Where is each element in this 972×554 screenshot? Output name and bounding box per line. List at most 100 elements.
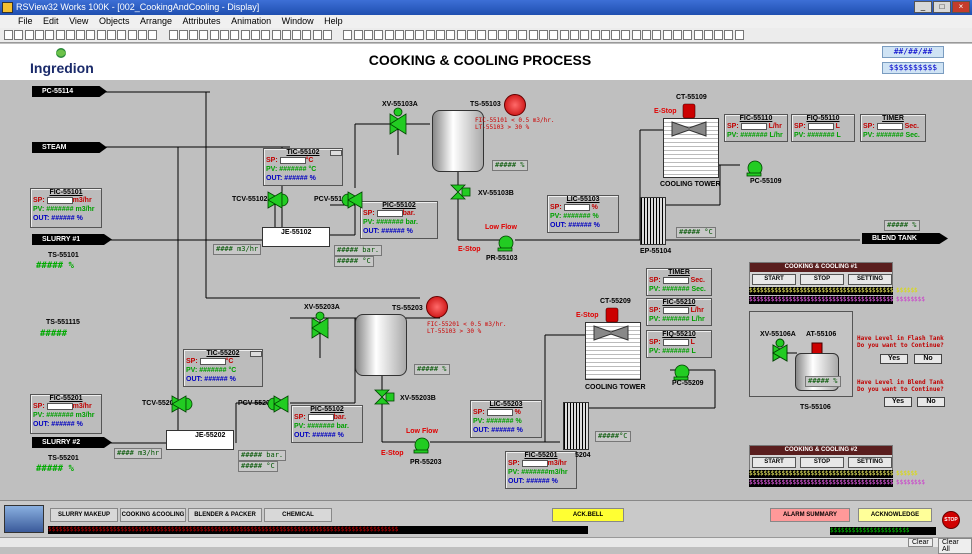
- menu-animation[interactable]: Animation: [231, 16, 272, 26]
- cc2-stop-button[interactable]: STOP: [800, 457, 844, 468]
- pic-55202-sp-input[interactable]: [307, 413, 334, 421]
- menu-objects[interactable]: Objects: [98, 16, 130, 26]
- toolbar-tool-icon[interactable]: [600, 30, 610, 40]
- blend-yes-button[interactable]: Yes: [884, 397, 912, 407]
- tic-55102-faceplate-button[interactable]: [330, 150, 342, 156]
- toolbar-tool-icon[interactable]: [353, 30, 363, 40]
- nav-slurry-makeup[interactable]: SLURRY MAKEUP: [50, 508, 118, 522]
- menu-window[interactable]: Window: [281, 16, 314, 26]
- toolbar-tool-icon[interactable]: [734, 30, 744, 40]
- menu-attributes[interactable]: Attributes: [182, 16, 221, 26]
- cc1-start-button[interactable]: START: [752, 274, 796, 285]
- toolbar-tool-icon[interactable]: [148, 30, 158, 40]
- toolbar-tool-icon[interactable]: [374, 30, 384, 40]
- toolbar-tool-icon[interactable]: [446, 30, 456, 40]
- menu-help[interactable]: Help: [324, 16, 343, 26]
- toolbar-tool-icon[interactable]: [45, 30, 55, 40]
- fic-55210-sp-input[interactable]: [662, 306, 689, 314]
- fic-55201-sp-input[interactable]: [46, 402, 73, 410]
- tic-55202-sp-input[interactable]: [199, 357, 226, 365]
- toolbar-tool-icon[interactable]: [631, 30, 641, 40]
- fiq-55110-panel[interactable]: FIQ-55110 SP: L PV: ####### L: [791, 114, 855, 142]
- toolbar-tool-icon[interactable]: [107, 30, 116, 40]
- nav-cooking-cooling[interactable]: COOKING &COOLING: [120, 508, 186, 522]
- menu-edit[interactable]: Edit: [43, 16, 59, 26]
- cooling-tower-55209[interactable]: [585, 322, 641, 380]
- toolbar-tool-icon[interactable]: [662, 30, 672, 40]
- nav-chemical[interactable]: CHEMICAL: [264, 508, 332, 522]
- toolbar-tool-icon[interactable]: [436, 30, 445, 40]
- toolbar-tool-icon[interactable]: [703, 30, 713, 40]
- toolbar-tool-icon[interactable]: [281, 30, 291, 40]
- tic-55202-faceplate-button[interactable]: [250, 351, 262, 357]
- toolbar-tool-icon[interactable]: [14, 30, 24, 40]
- menu-file[interactable]: File: [18, 16, 33, 26]
- toolbar-tool-icon[interactable]: [240, 30, 250, 40]
- toolbar-tool-icon[interactable]: [312, 30, 322, 40]
- toolbar-tool-icon[interactable]: [137, 30, 147, 40]
- toolbar-tool-icon[interactable]: [487, 30, 497, 40]
- lic-55103-panel[interactable]: LIC-55103 SP: % PV: ####### % OUT: #####…: [547, 195, 619, 233]
- menu-view[interactable]: View: [69, 16, 89, 26]
- toolbar-tool-icon[interactable]: [24, 30, 34, 40]
- toolbar-tool-icon[interactable]: [394, 30, 404, 40]
- toolbar-tool-icon[interactable]: [497, 30, 507, 40]
- toolbar-tool-icon[interactable]: [621, 30, 631, 40]
- cc2-start-button[interactable]: START: [752, 457, 796, 468]
- alarm-summary-button[interactable]: ALARM SUMMARY: [770, 508, 850, 522]
- toolbar-tool-icon[interactable]: [569, 30, 579, 40]
- toolbar-tool-icon[interactable]: [65, 30, 75, 40]
- timer1-sp-input[interactable]: [876, 122, 903, 130]
- flash-no-button[interactable]: No: [914, 354, 942, 364]
- pic-55102-sp-input[interactable]: [376, 209, 403, 217]
- valve-xv-55106a-icon[interactable]: [771, 338, 789, 362]
- pic-55202-panel[interactable]: PIC-55102 SP: bar. PV: ####### bar. OUT:…: [291, 405, 363, 443]
- cc1-stop-button[interactable]: STOP: [800, 274, 844, 285]
- heat-exchanger-55204[interactable]: [563, 402, 589, 450]
- je-55202-ejector[interactable]: JE-55202: [166, 430, 234, 450]
- je-55102-ejector[interactable]: JE-55102: [262, 227, 330, 247]
- ack-bell-button[interactable]: ACK.BELL: [552, 508, 624, 522]
- minimize-button[interactable]: _: [914, 1, 932, 13]
- nav-blender-packer[interactable]: BLENDER & PACKER: [188, 508, 262, 522]
- toolbar-tool-icon[interactable]: [384, 30, 394, 40]
- clear-all-button[interactable]: Clear All: [938, 538, 972, 554]
- fic-55201-lower-panel[interactable]: FIC-55201 SP: m3/hr PV: #######m3/hr OUT…: [505, 451, 577, 489]
- toolbar-tool-icon[interactable]: [714, 30, 724, 40]
- toolbar-tool-icon[interactable]: [611, 30, 621, 40]
- close-button[interactable]: ×: [952, 1, 970, 13]
- toolbar-tool-icon[interactable]: [4, 30, 13, 40]
- toolbar-tool-icon[interactable]: [117, 30, 127, 40]
- tank-55203[interactable]: [355, 314, 407, 376]
- toolbar-tool-icon[interactable]: [199, 30, 209, 40]
- toolbar-tool-icon[interactable]: [343, 30, 353, 40]
- toolbar-tool-icon[interactable]: [693, 30, 703, 40]
- toolbar-tool-icon[interactable]: [55, 30, 65, 40]
- toolbar-tool-icon[interactable]: [466, 30, 476, 40]
- toolbar-tool-icon[interactable]: [456, 30, 466, 40]
- fiq-55210-sp-input[interactable]: [662, 338, 689, 346]
- blend-no-button[interactable]: No: [917, 397, 945, 407]
- toolbar-tool-icon[interactable]: [508, 30, 518, 40]
- lic-55203-panel[interactable]: LIC-55203 SP: % PV: ####### % OUT: #####…: [470, 400, 542, 438]
- maximize-button[interactable]: □: [933, 1, 951, 13]
- toolbar-tool-icon[interactable]: [672, 30, 682, 40]
- pic-55102-panel[interactable]: PIC-55102 SP: bar. PV: ####### bar. OUT:…: [360, 201, 438, 239]
- stop-icon[interactable]: STOP: [942, 511, 960, 529]
- fic-55101-sp-input[interactable]: [46, 196, 73, 204]
- toolbar-tool-icon[interactable]: [580, 30, 590, 40]
- fic-55201-lower-sp-input[interactable]: [521, 459, 548, 467]
- toolbar-tool-icon[interactable]: [250, 30, 260, 40]
- toolbar-tool-icon[interactable]: [642, 30, 651, 40]
- cc2-setting-button[interactable]: SETTING: [848, 457, 892, 468]
- cc1-setting-button[interactable]: SETTING: [848, 274, 892, 285]
- toolbar-tool-icon[interactable]: [518, 30, 528, 40]
- toolbar-tool-icon[interactable]: [86, 30, 96, 40]
- toolbar-tool-icon[interactable]: [168, 30, 178, 40]
- tic-55102-sp-input[interactable]: [279, 156, 306, 164]
- toolbar-tool-icon[interactable]: [405, 30, 415, 40]
- toolbar-tool-icon[interactable]: [261, 30, 271, 40]
- toolbar-tool-icon[interactable]: [220, 30, 229, 40]
- timer1-panel[interactable]: TIMER SP: Sec. PV: ####### Sec.: [860, 114, 926, 142]
- cooling-tower-55109[interactable]: [663, 118, 719, 178]
